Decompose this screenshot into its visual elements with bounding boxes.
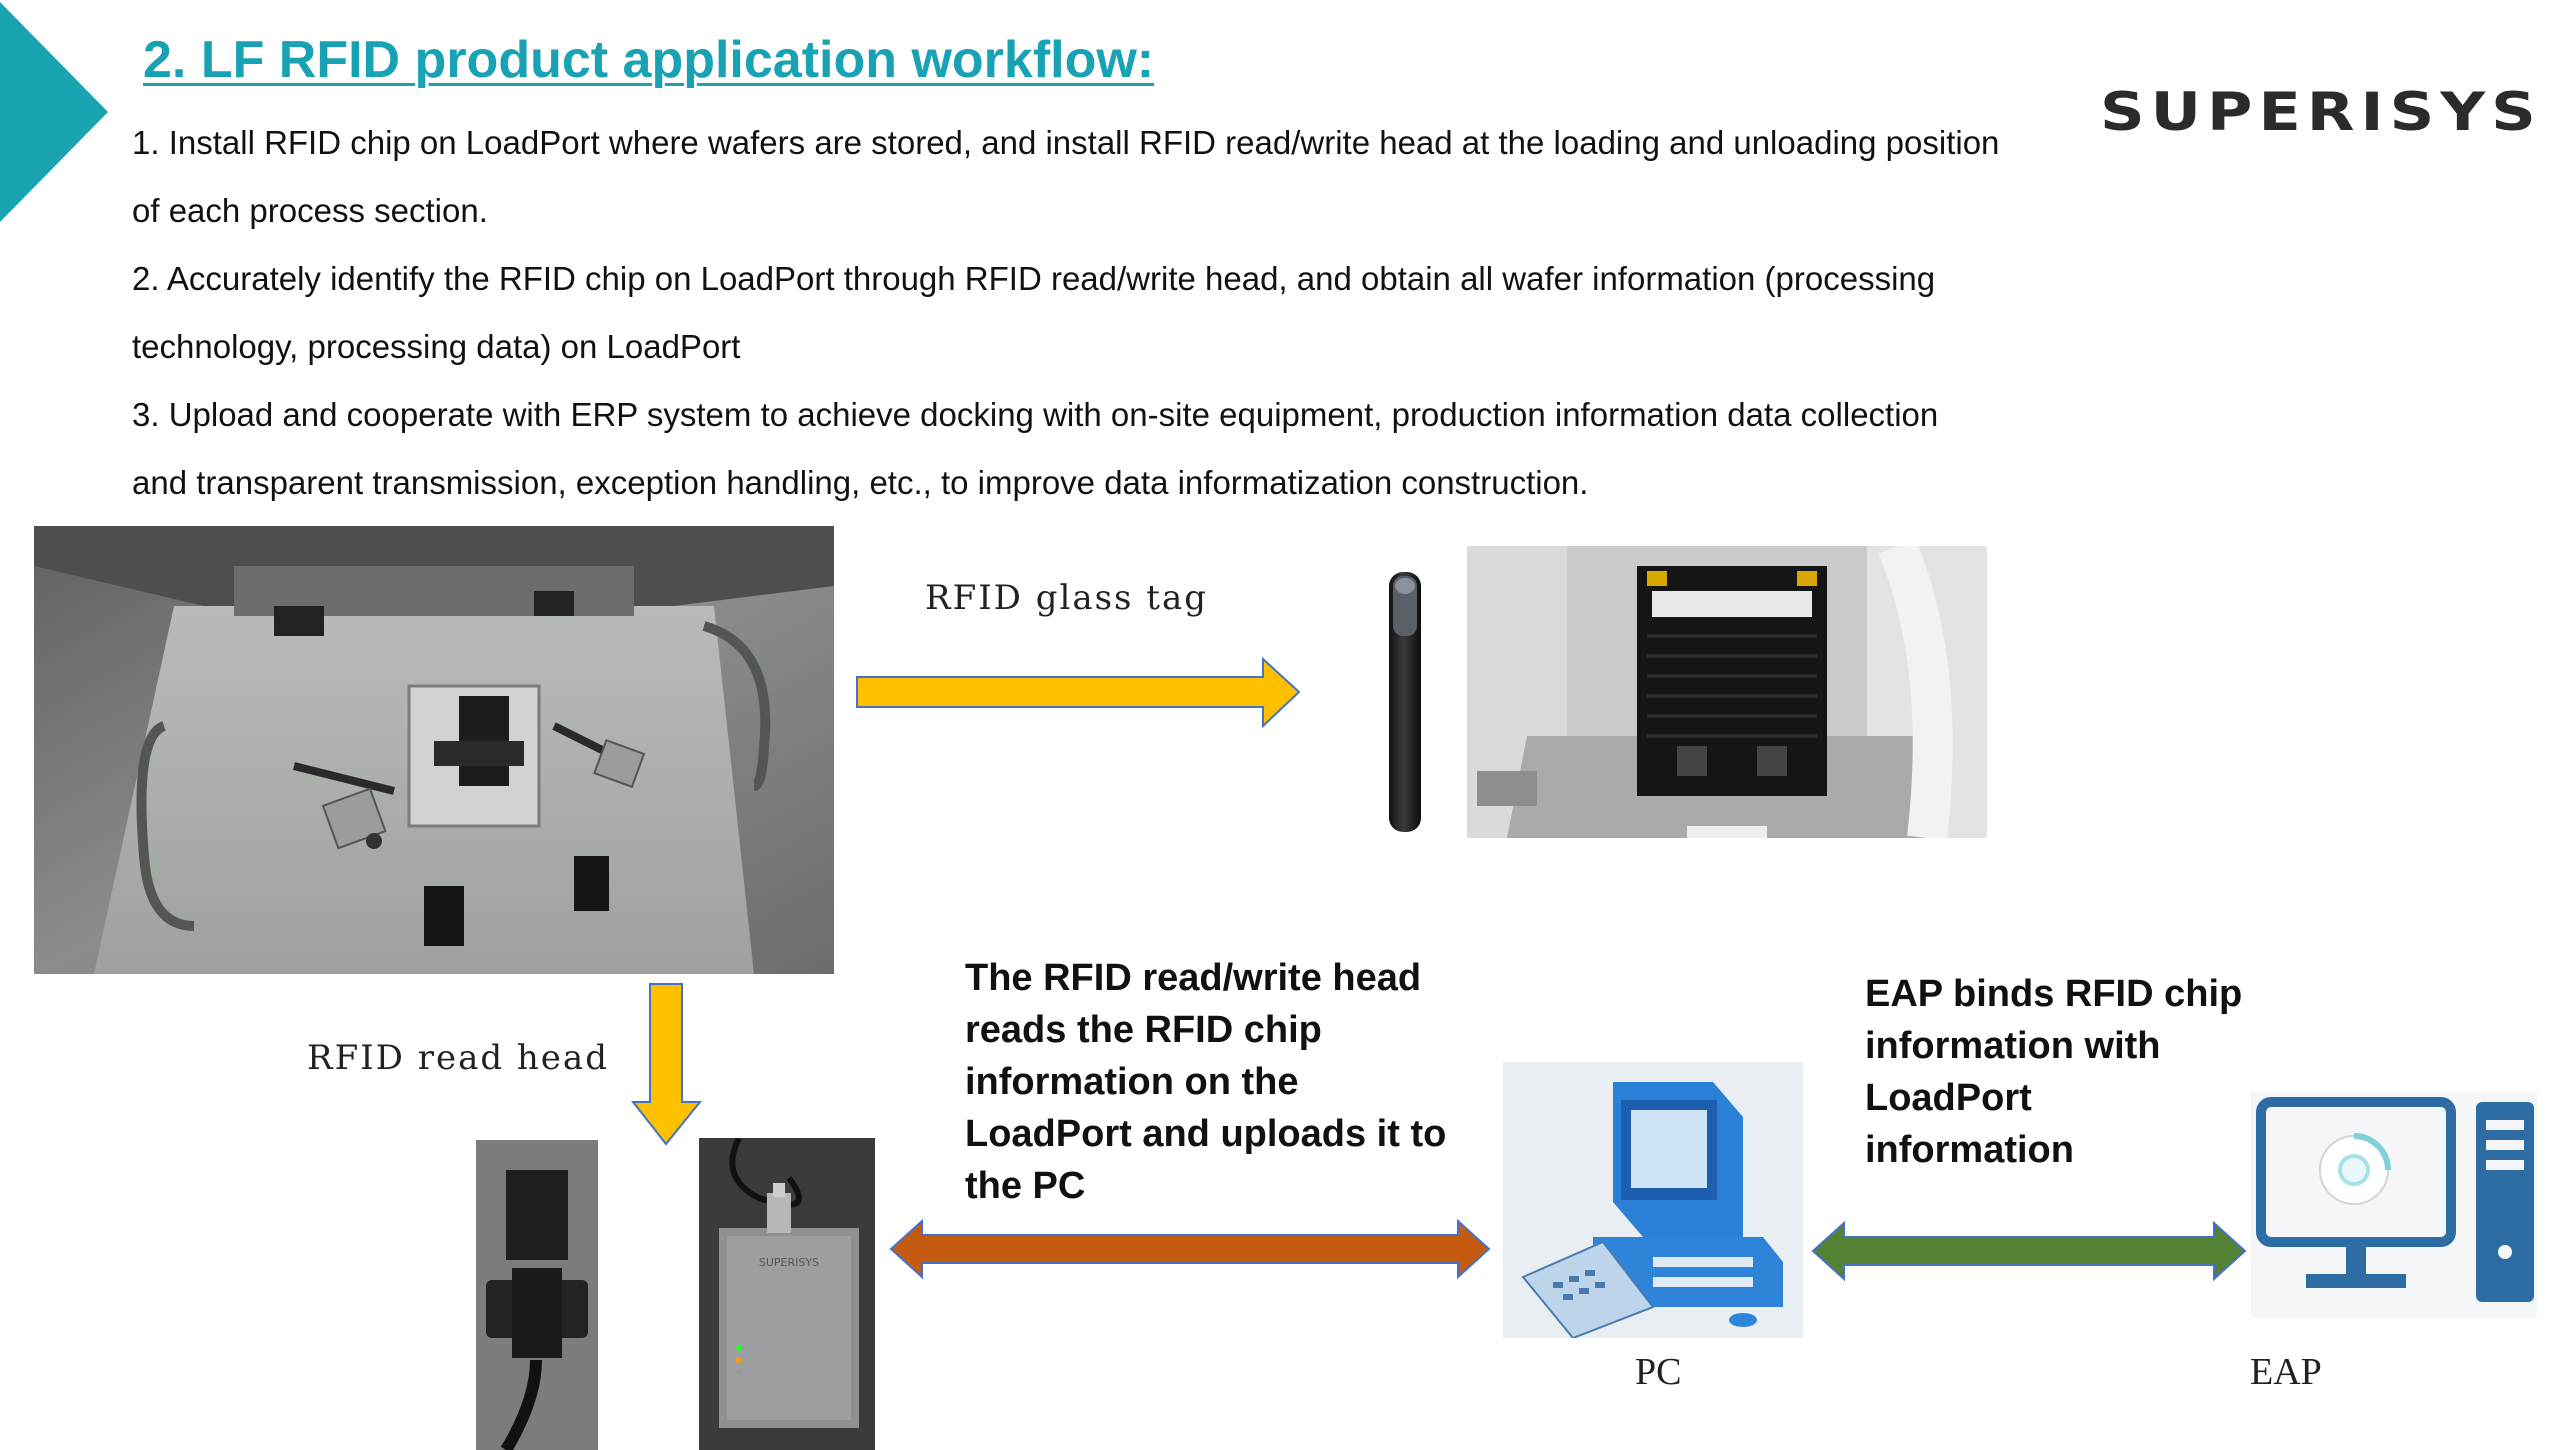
controller-brand-text: SUPERISYS [759, 1256, 819, 1269]
caption-bind-line-1: EAP binds RFID chip [1865, 973, 2243, 1015]
arrow-right-yellow [855, 655, 1303, 730]
label-rfid-glass-tag: RFID glass tag [925, 578, 1208, 618]
caption-bind-line-4: information [1865, 1129, 2074, 1171]
eap-computer-icon [2251, 1092, 2537, 1318]
loadport-photo [34, 526, 834, 974]
caption-bind-line-3: LoadPort [1865, 1077, 2032, 1119]
glass-tag-image [1385, 568, 1425, 836]
label-pc: PC [1635, 1351, 1682, 1393]
paragraph-line-3: 2. Accurately identify the RFID chip on … [132, 260, 1936, 297]
read-head-antenna-photo [476, 1140, 598, 1450]
paragraph-line-5: 3. Upload and cooperate with ERP system … [132, 396, 1939, 433]
caption-upload-line-1: The RFID read/write head [965, 957, 1422, 999]
corner-accent-triangle [0, 2, 108, 222]
cassette-photo [1467, 546, 1987, 838]
caption-upload-line-3: information on the [965, 1061, 1299, 1103]
arrow-double-orange [888, 1218, 1492, 1280]
paragraph-line-1: 1. Install RFID chip on LoadPort where w… [132, 124, 2000, 161]
paragraph-line-6: and transparent transmission, exception … [132, 464, 1589, 501]
brand-logo: SUPERISYS [2100, 80, 2542, 143]
caption-upload-line-2: reads the RFID chip [965, 1009, 1322, 1051]
paragraph-line-2: of each process section. [132, 192, 488, 229]
caption-upload-line-5: the PC [965, 1165, 1086, 1207]
arrow-down-yellow [630, 982, 704, 1148]
label-eap: EAP [2250, 1351, 2322, 1393]
read-head-controller-photo: SUPERISYS [699, 1138, 875, 1450]
label-rfid-read-head: RFID read head [307, 1038, 609, 1078]
caption-upload-line-4: LoadPort and uploads it to [965, 1113, 1447, 1155]
caption-bind: EAP binds RFID chip information with Loa… [1865, 968, 2242, 1176]
caption-bind-line-2: information with [1865, 1025, 2161, 1067]
arrow-double-green [1810, 1220, 2248, 1282]
caption-upload: The RFID read/write head reads the RFID … [965, 952, 1446, 1212]
pc-computer-icon [1503, 1062, 1803, 1338]
slide-title: 2. LF RFID product application workflow: [143, 31, 1155, 89]
paragraph-line-4: technology, processing data) on LoadPort [132, 328, 741, 365]
